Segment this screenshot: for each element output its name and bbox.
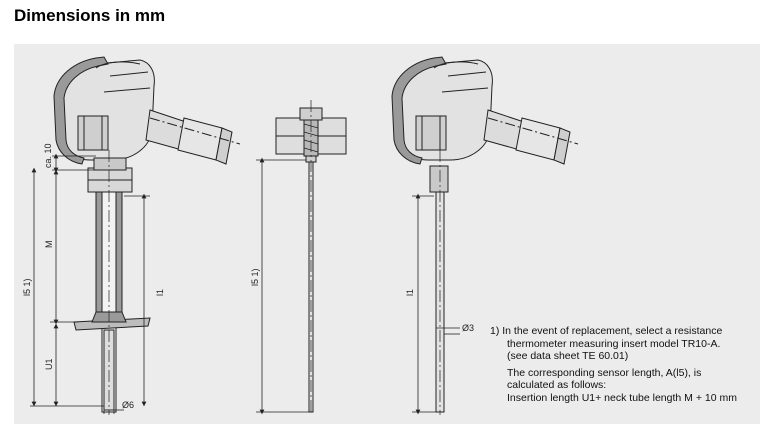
label-ca10: ca. 10: [43, 143, 53, 168]
label-l5-mid: l5 1): [250, 268, 260, 286]
right-dimensions: [412, 193, 460, 415]
footnote-line6: Insertion length U1+ neck tube length M …: [507, 391, 737, 404]
label-l1-left: l1: [155, 289, 165, 296]
middle-dimensions: [256, 157, 310, 415]
footnote-line4: The corresponding sensor length, A(l5), …: [507, 366, 702, 379]
label-u1: U1: [44, 358, 54, 370]
footnote-line5: calculated as follows:: [507, 379, 607, 392]
section-heading: Dimensions in mm: [14, 6, 166, 25]
footnote-line3: (see data sheet TE 60.01): [507, 350, 629, 363]
label-dia6: Ø6: [122, 400, 134, 410]
label-l1-right: l1: [405, 289, 415, 296]
left-dimensions: [30, 153, 150, 414]
label-l5-left: l5 1): [22, 278, 32, 296]
footnote: 1) In the event of replacement, select a…: [490, 325, 758, 405]
label-dia3: Ø3: [462, 323, 474, 333]
label-m: M: [44, 241, 54, 249]
middle-view: [275, 100, 347, 415]
left-view: [53, 56, 241, 415]
footnote-line1: 1) In the event of replacement, select a…: [490, 325, 723, 337]
right-view: [391, 56, 579, 415]
footnote-line2: thermometer measuring insert model TR10-…: [507, 337, 721, 350]
